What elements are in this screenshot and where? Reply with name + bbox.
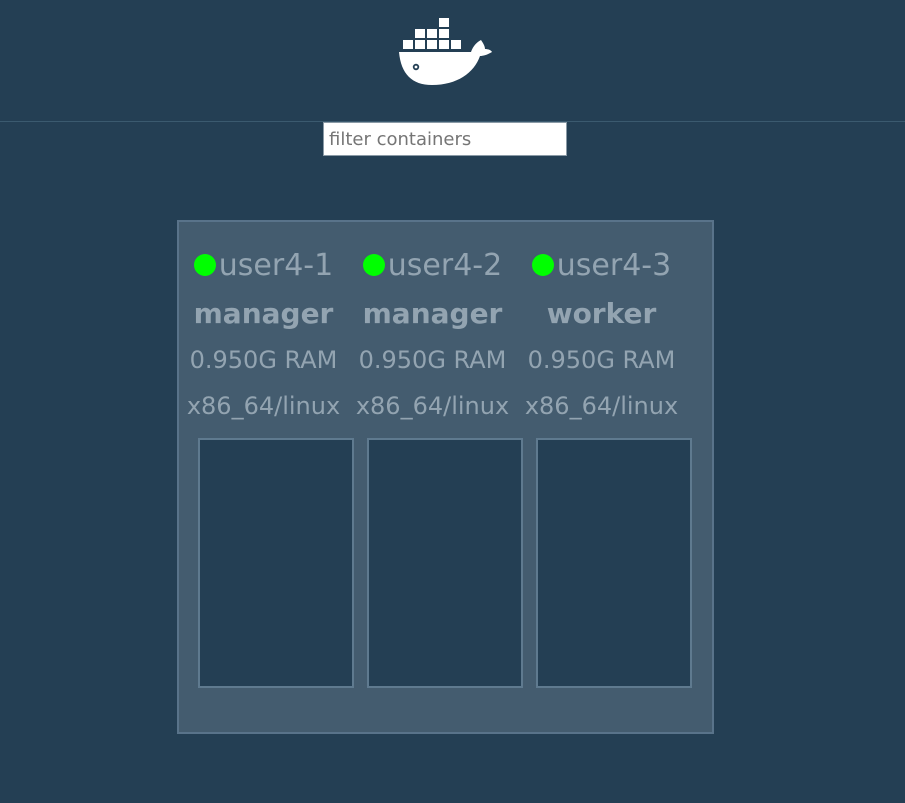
node-container-list <box>367 438 523 688</box>
node-name: user4-1 <box>179 244 348 288</box>
node-platform: x86_64/linux <box>355 392 510 420</box>
header <box>0 0 905 122</box>
node-column-user4-1: user4-1 manager 0.950G RAM x86_64/linux <box>179 222 354 732</box>
node-role: worker <box>546 297 657 330</box>
node-role: manager <box>362 297 503 330</box>
node-name: user4-2 <box>348 244 517 288</box>
filter-containers-input[interactable] <box>323 122 567 156</box>
status-dot-icon <box>362 254 385 276</box>
node-role: manager <box>193 297 334 330</box>
node-name-label: user4-3 <box>556 248 672 283</box>
node-platform: x86_64/linux <box>186 392 341 420</box>
swarm-panel: user4-1 manager 0.950G RAM x86_64/linux … <box>177 220 714 734</box>
node-ram: 0.950G RAM <box>358 346 507 374</box>
node-container-list <box>198 438 354 688</box>
node-platform: x86_64/linux <box>524 392 679 420</box>
status-dot-icon <box>531 254 554 276</box>
status-dot-icon <box>193 254 216 276</box>
node-name-label: user4-2 <box>387 248 503 283</box>
node-ram: 0.950G RAM <box>527 346 676 374</box>
node-container-list <box>536 438 692 688</box>
node-name-label: user4-1 <box>218 248 334 283</box>
node-column-user4-3: user4-3 worker 0.950G RAM x86_64/linux <box>517 222 692 732</box>
node-column-user4-2: user4-2 manager 0.950G RAM x86_64/linux <box>348 222 523 732</box>
node-name: user4-3 <box>517 244 686 288</box>
docker-whale-icon <box>399 18 492 85</box>
node-ram: 0.950G RAM <box>189 346 338 374</box>
